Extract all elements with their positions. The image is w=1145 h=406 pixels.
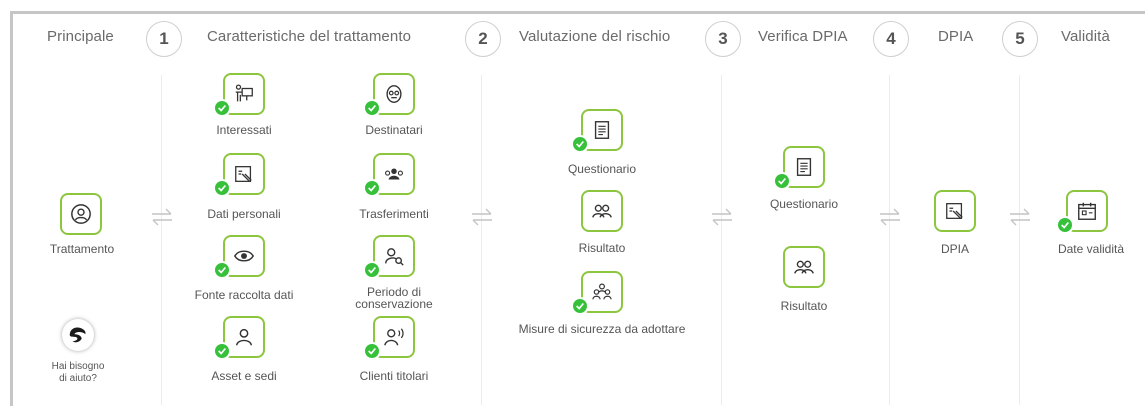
tile-label: Interessati	[216, 123, 272, 137]
user-voice-icon	[384, 328, 404, 346]
eye-icon	[233, 250, 255, 262]
help-icon[interactable]	[62, 319, 94, 351]
column-separator	[1019, 75, 1020, 405]
tile-label: Destinatari	[365, 123, 423, 137]
check-icon	[213, 179, 231, 197]
step-title-validita[interactable]: Validità	[1061, 28, 1110, 45]
tile-box	[581, 190, 623, 232]
tile-label: Misure di sicurezza da adottare	[518, 322, 686, 336]
user-icon	[235, 328, 253, 346]
step-number-2[interactable]: 2	[465, 21, 501, 57]
swap-arrows-icon	[472, 208, 492, 226]
swap-arrows-icon	[880, 208, 900, 226]
help-logo-icon	[69, 327, 86, 343]
check-icon	[213, 99, 231, 117]
tile-label: Risultato	[780, 299, 828, 313]
document-list-icon	[594, 121, 610, 139]
tile-label: Dati personali	[207, 207, 281, 221]
column-separator	[889, 75, 890, 405]
check-icon	[1056, 216, 1074, 234]
check-icon	[363, 99, 381, 117]
step-number-5[interactable]: 5	[1002, 21, 1038, 57]
step-title-valutazione[interactable]: Valutazione del rischio	[519, 28, 671, 45]
tile-label: Trasferimenti	[359, 207, 429, 221]
tile-label: Risultato	[578, 241, 626, 255]
panel-border-top	[10, 11, 1145, 14]
help-label[interactable]: Hai bisogno di aiuto?	[51, 361, 105, 384]
tile-label: Questionario	[567, 162, 637, 176]
user-circle-icon	[71, 204, 91, 224]
swap-arrows-icon	[152, 208, 172, 226]
group-users-icon	[385, 168, 403, 180]
tile-box	[581, 271, 623, 313]
step-title-caratteristiche[interactable]: Caratteristiche del trattamento	[207, 28, 412, 45]
users-icon	[592, 204, 612, 218]
check-icon	[571, 135, 589, 153]
check-icon	[363, 179, 381, 197]
presentation-user-icon	[235, 84, 253, 102]
step-number-3[interactable]: 3	[705, 21, 741, 57]
document-list-icon	[796, 158, 812, 176]
tile-label: Fonte raccolta dati	[194, 288, 294, 302]
tile-label: Periodo di conservazione	[355, 285, 433, 311]
step-title-verifica[interactable]: Verifica DPIA	[758, 28, 848, 45]
swap-arrows-icon	[712, 208, 732, 226]
tile-box	[783, 246, 825, 288]
step-title-dpia[interactable]: DPIA	[938, 28, 974, 45]
tile-box	[934, 190, 976, 232]
users-icon	[794, 260, 814, 274]
tile-label: Clienti titolari	[359, 369, 429, 383]
step-number-1[interactable]: 1	[146, 21, 182, 57]
panel-border-left	[10, 11, 13, 406]
check-icon	[571, 297, 589, 315]
edit-document-icon	[235, 166, 252, 182]
calendar-icon	[1078, 202, 1096, 220]
swap-arrows-icon	[1010, 208, 1030, 226]
tile-label: Trattamento	[49, 242, 115, 256]
tile-label: Asset e sedi	[211, 369, 277, 383]
tile-box	[60, 193, 102, 235]
face-glasses-icon	[386, 85, 402, 103]
column-separator	[481, 75, 482, 405]
check-icon	[213, 261, 231, 279]
column-separator	[161, 75, 162, 405]
column-separator	[721, 75, 722, 405]
step-title-principale[interactable]: Principale	[47, 28, 114, 45]
tile-label: Date validità	[1057, 242, 1125, 256]
tile-label: DPIA	[940, 242, 969, 256]
tile-label: Questionario	[769, 197, 839, 211]
tile-box	[373, 153, 415, 195]
check-icon	[363, 261, 381, 279]
step-number-4[interactable]: 4	[873, 21, 909, 57]
check-icon	[213, 342, 231, 360]
tile-box	[373, 235, 415, 277]
team-icon	[592, 283, 612, 300]
check-icon	[363, 342, 381, 360]
check-icon	[773, 172, 791, 190]
user-search-icon	[385, 248, 404, 266]
edit-document-icon	[946, 203, 963, 219]
